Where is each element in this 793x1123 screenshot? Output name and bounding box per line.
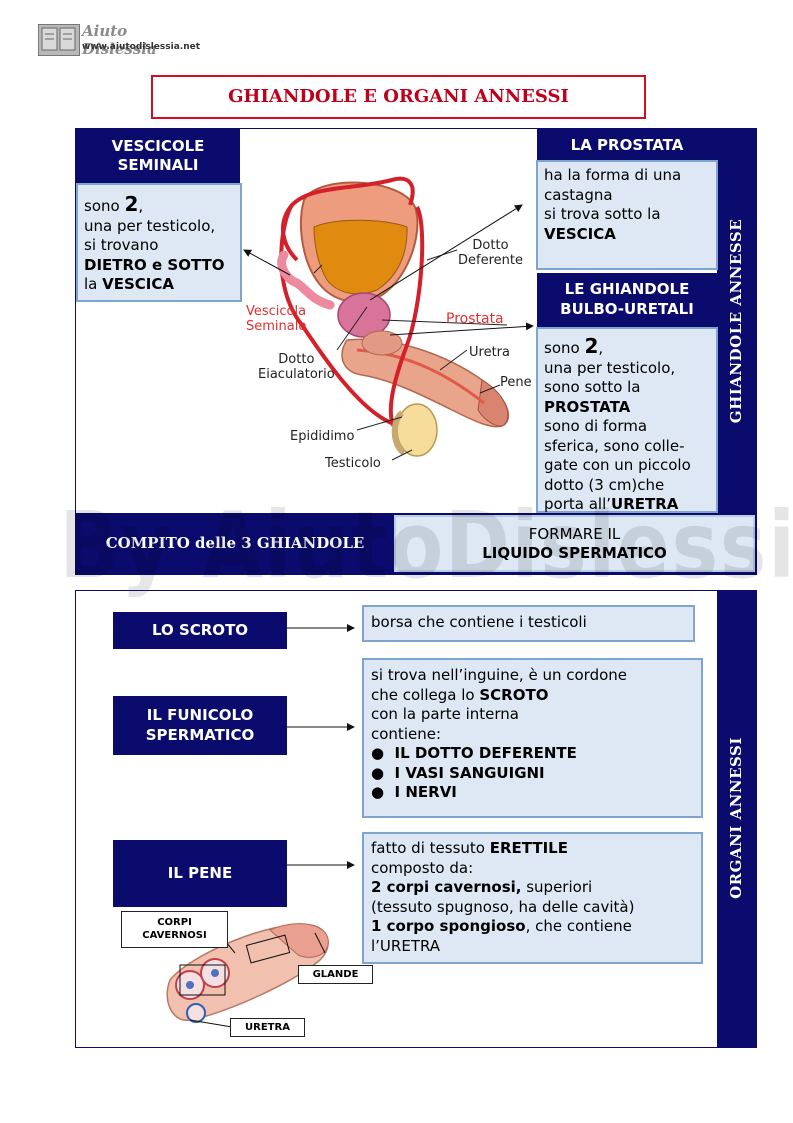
side-band-organi [717,590,757,1048]
bullet-item: ● I VASI SANGUIGNI [371,763,545,782]
label-pene: Pene [500,375,532,390]
label-testicolo: Testicolo [325,456,381,471]
side-label-ghiandole: GHIANDOLE ANNESSE [727,218,745,424]
arrow-pene [287,861,355,869]
bullet-item: ● IL DOTTO DEFERENTE [371,744,577,762]
label-glande: GLANDE [298,965,373,984]
label-dotto-eiaculatorio: Dotto Eiaculatorio [258,352,335,382]
logo-book-icon [38,24,80,56]
label-prostata: Prostata [446,311,504,327]
scroto-desc: borsa che contiene i testicoli [362,605,695,642]
penis-cross-section-illustration [166,923,329,1028]
vescicole-body: sono 2, una per testicolo, si trovano DI… [76,183,242,302]
prostata-header: LA PROSTATA [537,129,717,160]
label-uretra: Uretra [469,345,510,360]
logo: Aiuto Dislessia www.aiutodislessia.net [38,22,201,58]
bullet-icon: ● [371,763,395,782]
ghiandole-header: LE GHIANDOLE BULBO-URETALI [537,273,717,327]
side-label-organi: ORGANI ANNESSI [727,737,745,899]
label-vescicola-seminale: Vescicola Seminale [246,304,307,334]
funicolo-label: IL FUNICOLO SPERMATICO [113,696,287,755]
compito-value: FORMARE IL LIQUIDO SPERMATICO [394,515,755,572]
label-dotto-deferente: Dotto Deferente [458,238,523,268]
funicolo-desc: si trova nell’inguine, è un cordone che … [362,658,703,818]
bullet-icon: ● [371,783,395,801]
logo-url: www.aiutodislessia.net [82,42,201,52]
page-title-box: GHIANDOLE E ORGANI ANNESSI [151,75,646,119]
label-epididimo: Epididimo [290,429,355,444]
page-title: GHIANDOLE E ORGANI ANNESSI [228,86,569,107]
logo-brand: Aiuto Dislessia [82,22,157,58]
compito-label: COMPITO delle 3 GHIANDOLE [105,534,365,552]
bullet-icon: ● [371,744,395,762]
scroto-label: LO SCROTO [113,612,287,649]
vescicole-header: VESCICOLE SEMINALI [76,129,240,183]
pene-desc: fatto di tessuto ERETTILE composto da: 2… [362,832,703,964]
bullet-item: ● I NERVI [371,783,457,801]
side-band-ghiandole [717,128,757,513]
pene-label: IL PENE [113,840,287,907]
prostata-body: ha la forma di una castagna si trova sot… [536,160,718,270]
arrow-funicolo [287,723,355,731]
label-corpi-cavernosi: CORPI CAVERNOSI [121,911,228,948]
arrow-scroto [287,624,355,632]
label-uretra-section: URETRA [230,1018,305,1037]
ghiandole-body: sono 2, una per testicolo, sono sotto la… [536,327,718,513]
